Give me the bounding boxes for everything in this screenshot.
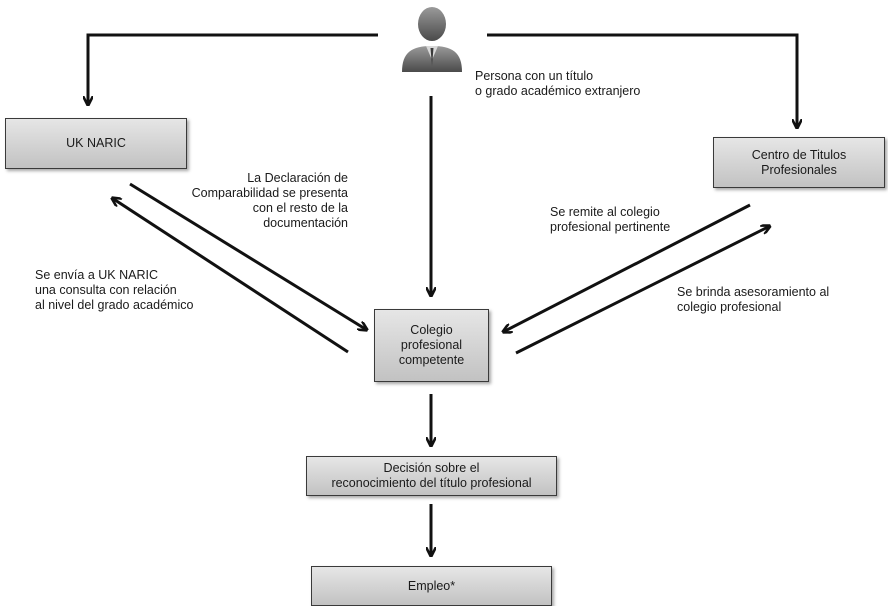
arrow-person-to-centro	[487, 33, 797, 128]
arrow-colegio-to-naric	[112, 198, 349, 354]
remite-label: Se remite al colegio profesional pertine…	[550, 205, 671, 234]
decision-box: Decisión sobre el reconocimiento del tít…	[306, 456, 557, 496]
arrow-centro-to-colegio	[503, 203, 751, 332]
centro-titulos-box: Centro de Titulos Profesionales	[713, 137, 885, 188]
arrow-naric-to-colegio	[129, 182, 367, 330]
person-label: Persona con un título o grado académico …	[475, 69, 641, 98]
uk-naric-box: UK NARIC	[5, 118, 187, 169]
person-icon	[402, 7, 462, 72]
asesoramiento-label: Se brinda asesoramiento al colegio profe…	[677, 285, 830, 314]
arrow-person-to-uk-naric	[88, 33, 378, 105]
colegio-box: Colegio profesional competente	[374, 309, 489, 382]
declaracion-label: La Declaración de Comparabilidad se pres…	[191, 171, 348, 230]
consulta-label: Se envía a UK NARIC una consulta con rel…	[35, 268, 194, 312]
empleo-box: Empleo*	[311, 566, 552, 606]
arrow-colegio-to-centro	[515, 226, 770, 355]
